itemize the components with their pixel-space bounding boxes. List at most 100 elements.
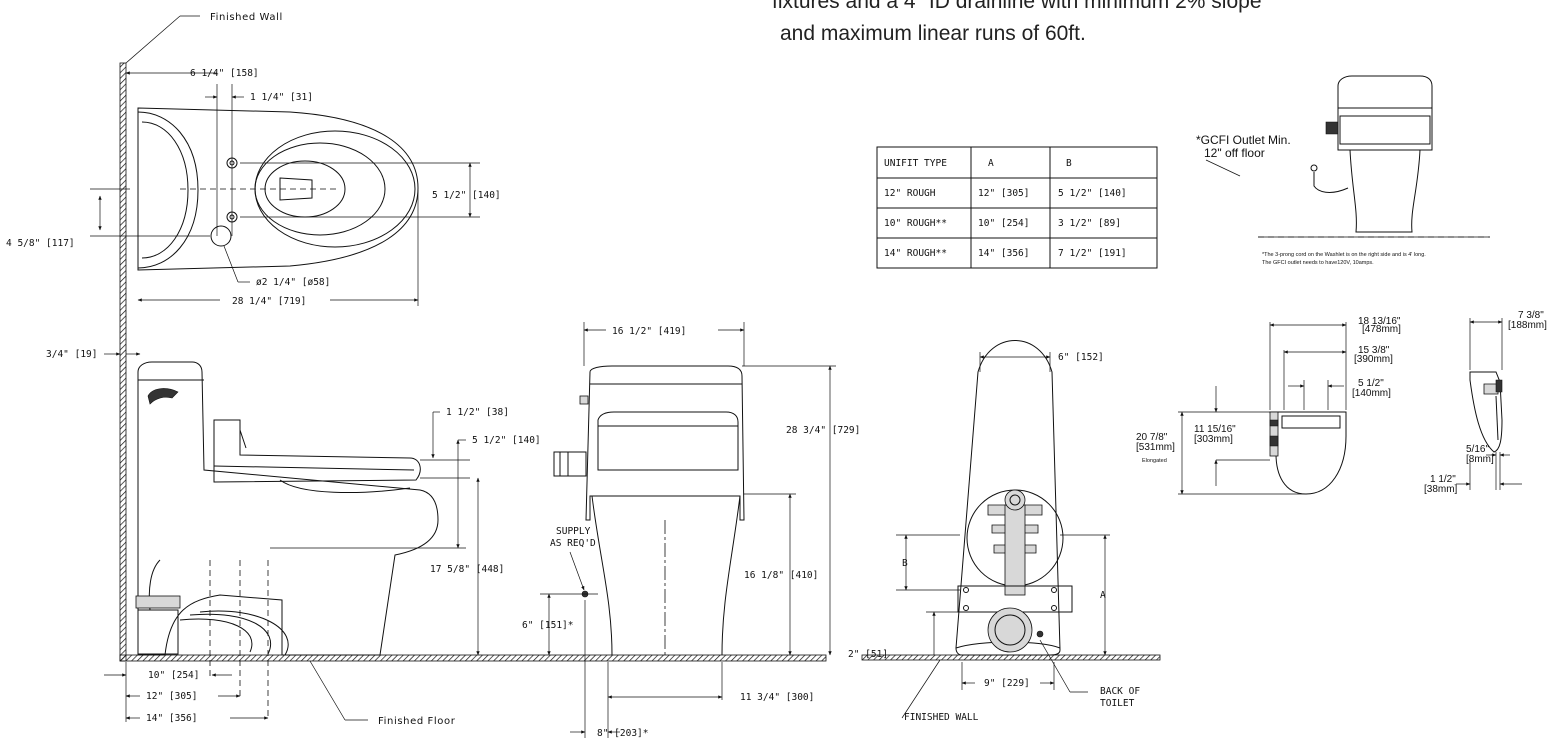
washlet-front-controls [1325, 121, 1339, 135]
front-dim-16-1-8: 16 1/8" [410] [744, 570, 818, 581]
top-view: 6 1/4" [158] 1 1/4" [31] 5 1/2" [140] 4 … [6, 68, 501, 307]
washlet-dim-11-mm: [303mm] [1194, 434, 1233, 445]
washlet-top-outline [1269, 411, 1347, 495]
side-dim-1-1-2: 1 1/2" [38] [446, 407, 509, 418]
washlet-dim-18: 18 13/16" [1358, 316, 1401, 327]
top-view-outline [137, 107, 419, 271]
rough-table-row-3-type: 14" ROUGH** [884, 248, 947, 259]
washlet-side-dim-7: 7 3/8" [1518, 310, 1544, 321]
supply-label-line-2: AS REQ'D [550, 538, 596, 549]
washlet-dim-20: 20 7/8" [1136, 432, 1168, 443]
washlet-front-pedestal [1349, 149, 1421, 233]
rough-table-row-3-a: 14" [356] [978, 248, 1029, 259]
side-dim-14: 14" [356] [146, 713, 197, 724]
back-label-b: B [902, 558, 908, 569]
front-view-trip-lever [579, 395, 589, 405]
back-view-pipe [1004, 504, 1026, 596]
side-dim-10: 10" [254] [148, 670, 199, 681]
rough-table-header-type: UNIFIT TYPE [884, 158, 947, 169]
side-view-body [137, 361, 439, 656]
washlet-side-dim-1-1-2: 1 1/2" [1430, 474, 1456, 485]
back-of-toilet-line-2: TOILET [1100, 698, 1135, 709]
rough-table-row-1-a: 12" [305] [978, 188, 1029, 199]
back-view-outlet [987, 607, 1033, 653]
washlet-side-control [1495, 379, 1503, 393]
back-finished-wall: FINISHED WALL [904, 712, 979, 723]
washlet-dim-11: 11 15/16" [1194, 424, 1236, 435]
front-dim-16-1-2: 16 1/2" [419] [612, 326, 686, 337]
top-dim-5-1-2: 5 1/2" [140] [432, 190, 501, 201]
washlet-side-dim-1-1-2-mm: [38mm] [1424, 484, 1458, 495]
washlet-front-tank [1337, 75, 1433, 109]
washlet-side-dim-5-16-mm: [8mm] [1466, 454, 1494, 465]
top-dim-1-1-4: 1 1/4" [31] [250, 92, 313, 103]
front-view-side-panel [553, 451, 587, 477]
top-view-outlet [279, 177, 313, 201]
rough-table: UNIFIT TYPE A B 12" ROUGH 12" [305] 5 1/… [876, 146, 1158, 269]
back-view-bracket [957, 585, 1073, 613]
top-dim-28-1-4: 28 1/4" [719] [232, 296, 306, 307]
washlet-side-outline [1469, 371, 1503, 453]
supply-label-line-1: SUPPLY [556, 526, 591, 537]
side-dim-3-4: 3/4" [19] [46, 349, 97, 360]
finished-wall-label: Finished Wall [210, 12, 283, 23]
finished-wall-hatch [119, 62, 127, 662]
rough-table-row-1-b: 5 1/2" [140] [1058, 188, 1127, 199]
washlet-note-line-2: The GFCI outlet needs to have120V, 10amp… [1262, 260, 1374, 266]
intro-text: fixtures and a 4" ID drainline with mini… [772, 0, 1262, 45]
washlet-side-dim-5-16: 5/16" [1466, 444, 1489, 455]
top-dim-6-1-4: 6 1/4" [158] [190, 68, 259, 79]
side-dim-12: 12" [305] [146, 691, 197, 702]
front-dim-11-3-4: 11 3/4" [300] [740, 692, 814, 703]
top-view-supply-hole [210, 225, 232, 247]
finished-floor-section: Finished Floor [119, 654, 827, 727]
rough-table-header-b: B [1066, 158, 1072, 169]
top-dim-diameter: ø2 1/4" [ø58] [256, 277, 330, 288]
side-view-drain-flange [135, 595, 181, 609]
intro-line-1: fixtures and a 4" ID drainline with mini… [772, 0, 1262, 13]
washlet-front-view: *GCFI Outlet Min. 12" off floor *The 3-p… [1196, 75, 1490, 266]
back-label-a: A [1100, 590, 1106, 601]
back-view-wall-hatch [861, 654, 1161, 661]
back-view-outline [955, 340, 1061, 656]
rough-table-header-a: A [988, 158, 994, 169]
side-view: 3/4" [19] 1 1/2" [38] 5 1/2" [140] 17 5/… [46, 349, 541, 724]
rough-table-row-1-type: 12" ROUGH [884, 188, 936, 199]
back-dim-9: 9" [229] [984, 678, 1030, 689]
front-dim-28-3-4: 28 3/4" [729] [786, 425, 860, 436]
washlet-elongated: Elongated [1142, 458, 1167, 464]
washlet-side-dim-7-mm: [188mm] [1508, 320, 1547, 331]
front-view-washlet [597, 411, 739, 471]
gcfi-label-line-1: *GCFI Outlet Min. [1196, 133, 1291, 147]
back-dim-6: 6" [152] [1058, 352, 1104, 363]
washlet-dim-20-mm: [531mm] [1136, 442, 1175, 453]
side-view-flush-handle [147, 388, 179, 405]
front-view-pedestal [591, 495, 741, 656]
washlet-side-view: 7 3/8" [188mm] 5/16" [8mm] 1 1/2" [38mm] [1424, 310, 1547, 495]
back-of-toilet-line-1: BACK OF [1100, 686, 1140, 697]
top-view-tank [137, 111, 199, 269]
side-dim-17-5-8: 17 5/8" [448] [430, 564, 504, 575]
front-dim-8: 8" [203]* [597, 728, 648, 739]
washlet-note-line-1: *The 3-prong cord on the Washlet is on t… [1262, 252, 1426, 258]
washlet-top-view: 18 13/16" [478mm] 15 3/8" [390mm] 5 1/2"… [1136, 316, 1401, 495]
front-dim-6: 6" [151]* [522, 620, 573, 631]
finished-floor-leader [309, 660, 346, 721]
back-view: 6" [152] B A 2" [51] 9" [229] BACK OF TO… [848, 340, 1161, 723]
washlet-dim-15: 15 3/8" [1358, 345, 1390, 356]
washlet-dim-15-mm: [390mm] [1354, 354, 1393, 365]
rough-table-row-2-type: 10" ROUGH** [884, 218, 947, 229]
intro-line-2: and maximum linear runs of 60ft. [780, 22, 1086, 45]
washlet-front-seat [1339, 115, 1431, 145]
gcfi-label-line-2: 12" off floor [1204, 146, 1265, 160]
side-dim-5-1-2: 5 1/2" [140] [472, 435, 541, 446]
front-view-tank [585, 365, 745, 521]
washlet-dim-5: 5 1/2" [1358, 378, 1384, 389]
finished-floor-label: Finished Floor [378, 716, 456, 727]
washlet-front-cord [1313, 172, 1349, 193]
washlet-dim-5-mm: [140mm] [1352, 388, 1391, 399]
rough-table-row-2-a: 10" [254] [978, 218, 1029, 229]
finished-wall-leader [125, 15, 181, 64]
front-view: 16 1/2" [419] 28 3/4" [729] 16 1/8" [410… [522, 322, 860, 739]
